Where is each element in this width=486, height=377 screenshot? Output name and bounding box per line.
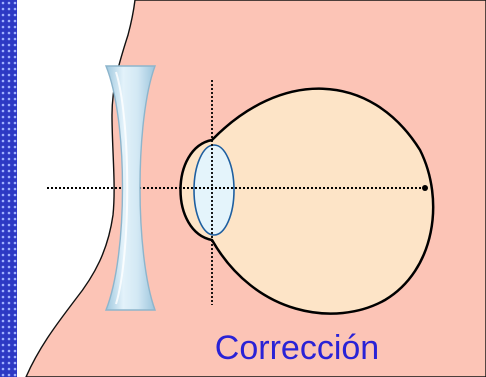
focal-point [422,185,428,191]
caption-title: Corrección [172,328,422,368]
crystalline-lens-icon [194,145,234,235]
